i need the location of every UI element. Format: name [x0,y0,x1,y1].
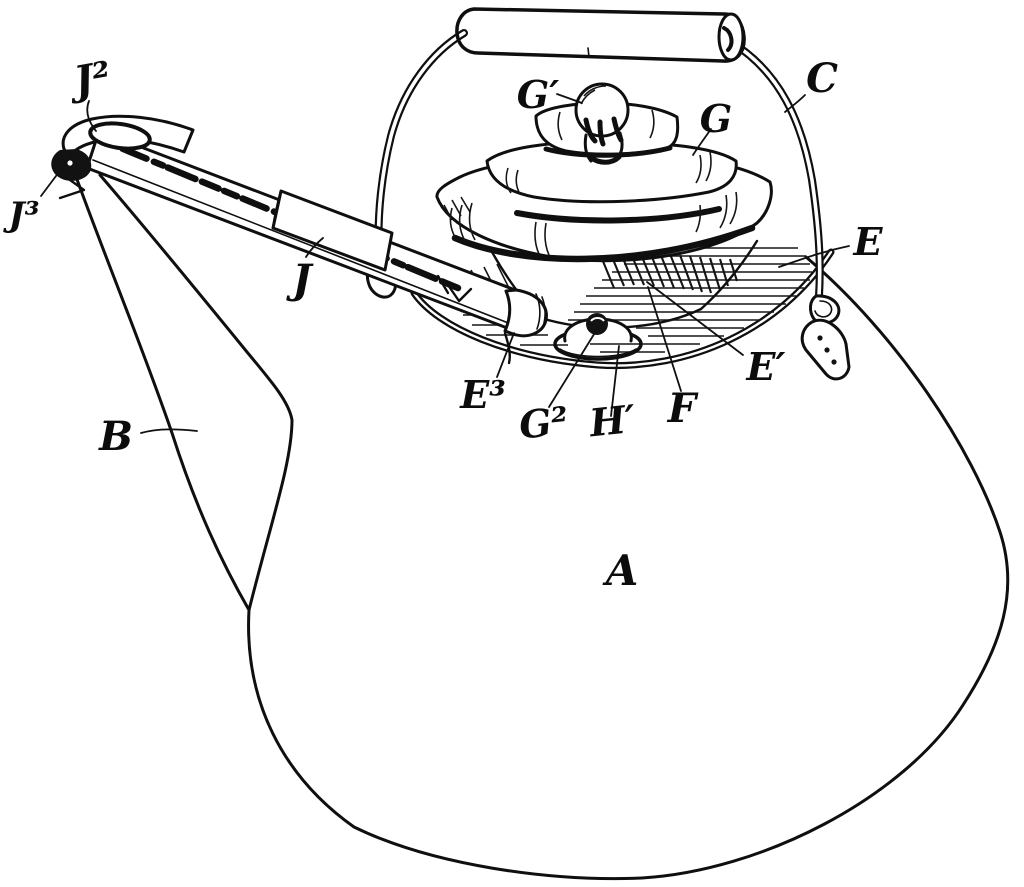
leader-E3 [496,332,515,378]
label-H1: H′ [586,396,637,446]
bail-right-hook [800,294,851,381]
leader-G1 [556,93,583,104]
lever-support-bracket [436,274,473,303]
leader-E [778,245,850,268]
leader-J2 [86,100,97,132]
label-G: G [700,96,732,141]
lever-bar-inner-line [92,159,517,327]
label-J: J [286,256,315,303]
leader-B [140,428,198,434]
bail-wire-right-core [729,40,822,298]
grip-body [455,7,746,63]
hook-loop [809,294,841,325]
lever-tip-rim-2 [541,296,546,328]
body-outline-left-bottom-right [98,173,1010,881]
cone-right-side [699,239,759,311]
label-B: B [98,413,133,460]
vent-ball [586,313,608,335]
lever-tip-pad [503,288,548,338]
leader-lines [40,93,850,434]
leader-J [305,237,324,258]
hook-loop-inner [814,300,833,318]
knob-claw-2 [597,119,606,147]
leader-C [784,94,806,113]
pivot-rivet [67,160,73,166]
hook-rivet-1 [817,335,823,341]
leader-J3 [40,155,72,197]
lid-tier-middle-shadow [514,206,722,224]
label-J2: J² [64,52,115,106]
lever-tip-rim-1 [535,293,541,330]
grip-tick [587,47,590,58]
tiered-lid [435,82,773,263]
label-E: E [853,219,884,264]
bail-grip [455,7,851,381]
knob-highlight-1 [583,85,607,97]
vent-flange-inner [559,348,637,358]
label-A: A [602,546,639,595]
label-G2: G² [517,398,571,448]
lever-collar-cap [271,189,283,230]
label-G1: G′ [517,72,559,117]
leader-E1 [646,281,744,356]
lid-shading [443,109,738,256]
knob-stem-base [587,154,622,165]
leader-H1 [610,345,620,417]
lever-tip-base-line [503,331,511,365]
label-J3: J³ [3,195,40,235]
lid-tier-top-shadow [543,145,673,158]
spout-outer-edge [68,158,251,612]
reference-labels: J² J³ J B C G′ G E E′ E³ G² H′ F A [3,52,884,595]
lid-lever [51,114,548,365]
vent-knob [553,313,643,361]
grip-wire-socket [722,26,734,52]
bail-wire-left-core [376,31,466,254]
leader-G2 [548,330,597,408]
lid-knob [574,82,630,165]
leader-F [647,286,682,392]
leader-G [692,128,712,156]
hook-rivet-3 [831,359,837,365]
plate-rim-highlight [412,250,833,367]
hook-rivet-2 [824,347,830,353]
label-E3: E³ [459,372,506,417]
label-F: F [667,385,699,432]
thumb-piece-hole [88,121,152,151]
kettle-body [58,158,1010,881]
vent-ball-highlight [590,317,605,322]
lid-tier-bottom-shadow [451,224,756,263]
label-E1: E′ [746,344,786,389]
knob-claw-1 [583,117,598,144]
label-C: C [806,55,838,102]
